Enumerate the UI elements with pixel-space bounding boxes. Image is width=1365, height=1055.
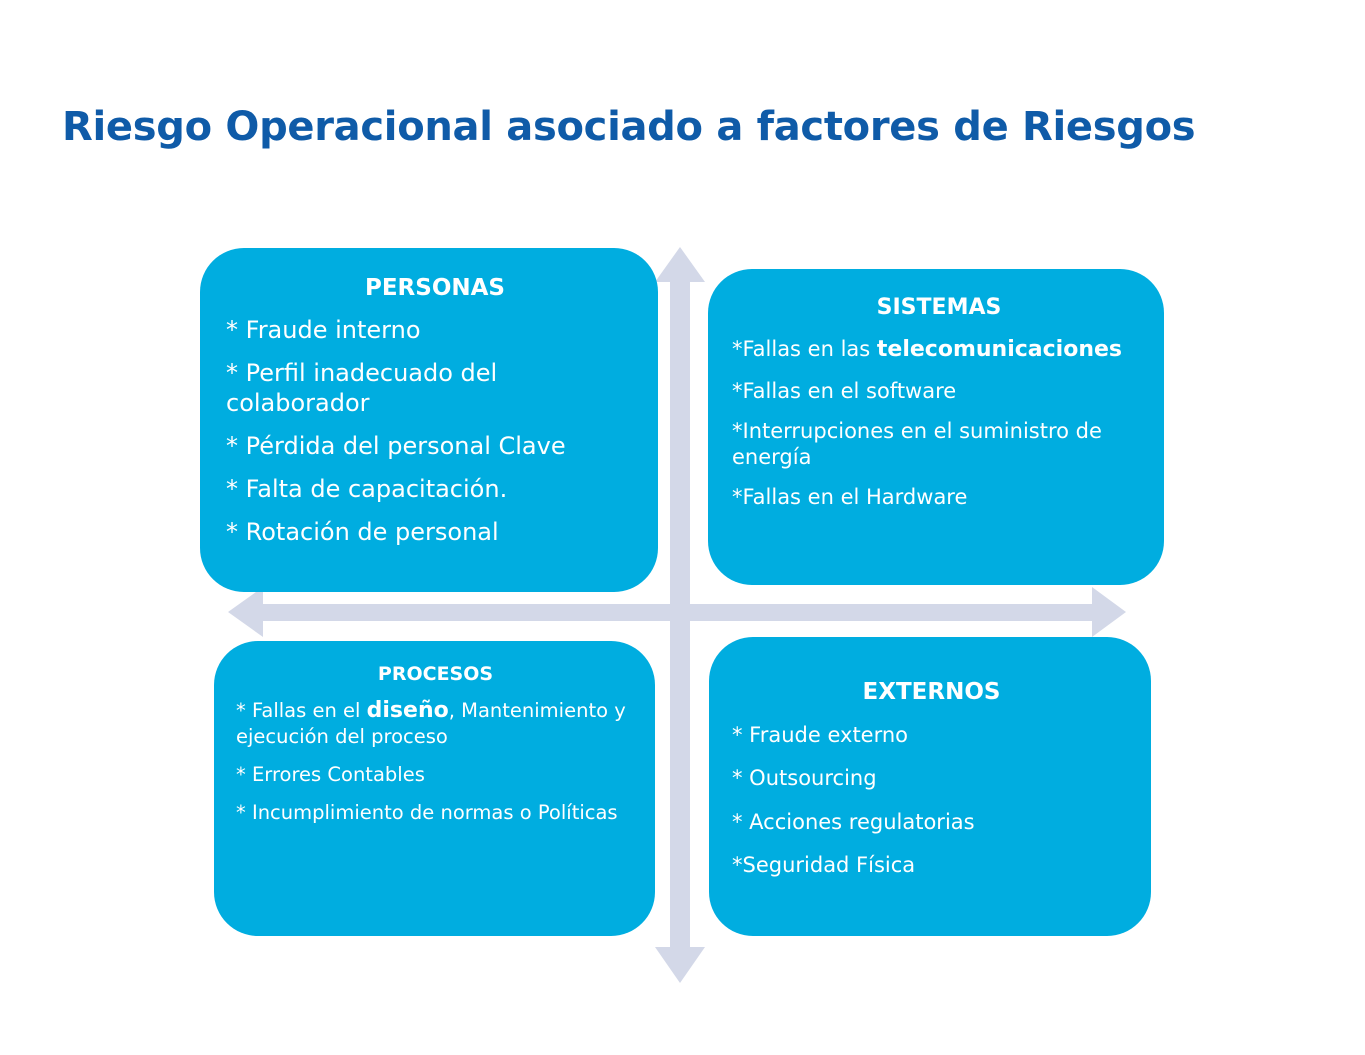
externos-heading: EXTERNOS <box>862 679 1001 705</box>
sistemas-box: SISTEMAS *Fallas en las telecomunicacion… <box>708 269 1164 585</box>
personas-box: PERSONAS * Fraude interno * Perfil inade… <box>200 248 658 592</box>
externos-box: EXTERNOS * Fraude externo * Outsourcing … <box>709 637 1151 936</box>
sistemas-item: *Fallas en el software <box>732 378 957 403</box>
procesos-item: * Errores Contables <box>236 762 425 786</box>
sistemas-item: *Fallas en el Hardware <box>732 485 968 510</box>
personas-item: * Rotación de personal <box>226 518 499 546</box>
personas-item: * Falta de capacitación. <box>226 475 508 503</box>
procesos-item-text: , Mantenimiento y ejecución del proceso <box>236 699 626 748</box>
sistemas-heading: SISTEMAS <box>876 295 1002 320</box>
procesos-item-emphasis: diseño <box>366 698 449 723</box>
vertical-double-arrow <box>655 247 705 983</box>
personas-item: * Perfil inadecuado del colaborador <box>226 359 498 417</box>
procesos-item: * Fallas en el diseño, Mantenimiento y e… <box>236 697 635 749</box>
externos-item: * Outsourcing <box>732 766 877 791</box>
personas-item: * Fraude interno <box>226 316 421 344</box>
sistemas-item-text: *Fallas en las <box>732 337 877 361</box>
externos-item: * Acciones regulatorias <box>732 809 975 834</box>
externos-item: *Seguridad Física <box>732 852 916 877</box>
sistemas-item: *Fallas en las telecomunicaciones <box>732 336 1146 364</box>
personas-heading: PERSONAS <box>364 275 505 301</box>
procesos-item-text: * Fallas en el <box>236 699 367 722</box>
externos-item: * Fraude externo <box>732 723 909 747</box>
procesos-box: PROCESOS * Fallas en el diseño, Mantenim… <box>214 641 655 936</box>
personas-item: * Pérdida del personal Clave <box>226 432 566 460</box>
slide-title: Riesgo Operacional asociado a factores d… <box>62 104 1196 150</box>
procesos-heading: PROCESOS <box>377 663 494 685</box>
sistemas-item-emphasis: telecomunicaciones <box>876 337 1123 362</box>
procesos-item: * Incumplimiento de normas o Políticas <box>236 801 618 825</box>
sistemas-item: *Interrupciones en el suministro de ener… <box>732 418 1102 469</box>
